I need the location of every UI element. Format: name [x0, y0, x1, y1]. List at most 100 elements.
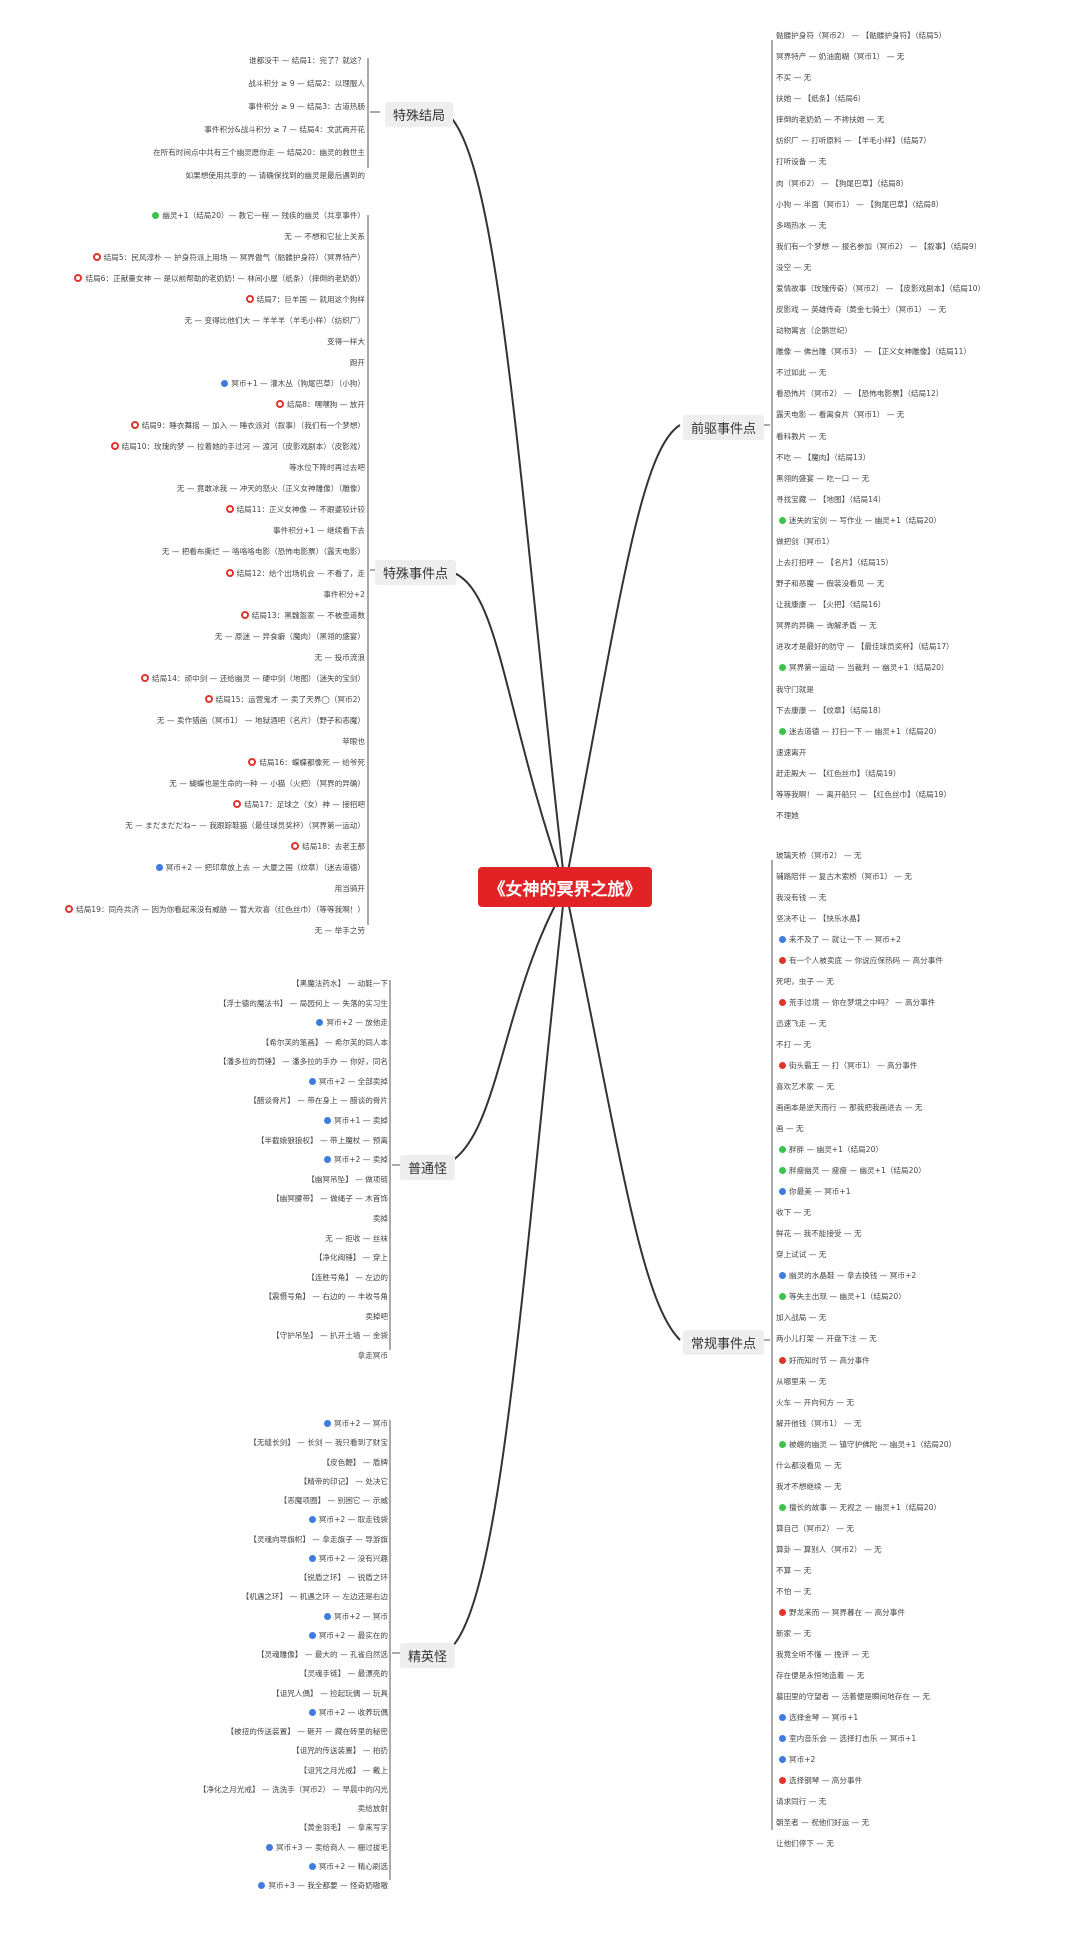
normal-monsters-leaf: 【醋谈骨片】 — 带在身上 — 醋谈的骨片: [249, 1095, 388, 1107]
leaf-text: 胖瘦幽灵 — 瘦瘦 — 幽灵+1（结局20）: [789, 1166, 926, 1176]
leaf-text: 选择钢琴 — 高分事件: [789, 1775, 863, 1785]
marker-icon: [225, 568, 234, 577]
special-events-leaf: 无 — 不想和它扯上关系: [284, 231, 365, 243]
marker-icon: [308, 1554, 316, 1562]
special-events-leaf: 结局10：玫瑰的梦 — 拉着她的手过河 — 渡河（皮影戏剧本）（皮影戏）: [108, 441, 365, 453]
marker-icon: [779, 1503, 786, 1511]
prelude-events-leaf: 速速离开: [776, 747, 806, 759]
marker-icon: [152, 212, 160, 219]
leaf-text: 【锐盾之环】 — 锐盾之环: [299, 1573, 388, 1582]
regular-events-leaf: 让他们停下 — 无: [776, 1838, 834, 1850]
leaf-text: 纺织厂 — 打听原料 — 【羊毛小样】（结局7）: [776, 136, 931, 146]
normal-monsters-leaf: 卖掉: [373, 1213, 388, 1225]
marker-icon: [779, 1608, 786, 1616]
leaf-text: 不吃 — 【魔肉】（结局13）: [776, 452, 871, 462]
prelude-events-leaf: 不过如此 — 无: [776, 367, 826, 379]
prelude-events-leaf: 冥界第一运动 — 当裁判 — 幽灵+1（结局20）: [776, 662, 949, 674]
leaf-text: 【连胜号角】 — 左边的: [307, 1272, 388, 1282]
leaf-text: 黑翎的盛宴 — 吃一口 — 无: [776, 473, 870, 483]
regular-events-leaf: 幽灵的水晶鞋 — 拿去换钱 — 冥币+2: [776, 1270, 916, 1282]
prelude-events-leaf: 我守门就是: [776, 684, 814, 696]
marker-icon: [245, 295, 254, 304]
regular-events-leaf: 被缠的幽灵 — 镇守护佛陀 — 幽灵+1（结局20）: [776, 1439, 956, 1451]
marker-icon: [233, 799, 242, 808]
leaf-text: 【精帝的印记】 — 处决它: [299, 1476, 388, 1486]
leaf-text: 冥币+2 — 卖掉: [334, 1155, 388, 1165]
regular-events-leaf: 火车 — 开向何方 — 无: [776, 1397, 854, 1409]
marker-icon: [308, 1862, 316, 1870]
special-events-leaf: 无 — 竟敢冰我 — 冲天的怒火（正义女神雕像）（雕像）: [177, 483, 365, 495]
regular-events-leaf: 请求同行 — 无: [776, 1796, 826, 1808]
special-events-leaf: 冥币+2 — 把印章放上去 — 大厦之国（纹章）（迷去道德）: [153, 862, 365, 874]
leaf-text: 【皮色鞭】 — 盾牌: [322, 1457, 388, 1467]
marker-icon: [308, 1077, 316, 1085]
marker-icon: [258, 1882, 266, 1889]
leaf-text: 看恐怖片（冥币2） — 【恐怖电影票】（结局12）: [776, 389, 944, 399]
marker-icon: [266, 1843, 274, 1851]
prelude-events-leaf: 上去打招呼 — 【名片】（结局15）: [776, 557, 893, 569]
special-events-leaf: 苹眼也: [342, 736, 365, 748]
leaf-text: 【半截娘狼狼权】 — 带上魔杖 — 预离: [256, 1135, 388, 1145]
special-events-leaf: 结局14：顽中剑 — 还给幽灵 — 硬中剑（地图）（迷失的宝剑）: [138, 673, 365, 685]
leaf-text: 画画本是逆天而行 — 那我把我画进去 — 无: [776, 1103, 923, 1113]
leaf-text: 请求同行 — 无: [776, 1796, 827, 1806]
leaf-text: 拿走冥币: [357, 1351, 388, 1360]
special-events-leaf: 结局9：睡衣舞摇 — 加入 — 睡衣派对（叙事）（我们有一个梦想）: [128, 420, 365, 432]
leaf-text: 穿上试试 — 无: [776, 1250, 827, 1260]
normal-monsters-leaf: 【黑魔法药水】 — 动鞋一下: [292, 978, 388, 990]
prelude-events-leaf: 摔倒的老奶奶 — 不搀扶她 — 无: [776, 114, 884, 126]
regular-events-leaf: 算自己（冥币2） — 无: [776, 1523, 854, 1535]
elite-monsters-leaf: 【诅咒人偶】 — 捡起玩偶 — 玩具: [272, 1688, 388, 1700]
marker-icon: [240, 610, 249, 619]
leaf-text: 冥币+2 — 全部卖掉: [318, 1076, 388, 1086]
leaf-text: 不算 — 无: [776, 1565, 812, 1575]
leaf-text: 冥币+3 — 我全都要 — 怪奇奶嗷嗷: [268, 1881, 388, 1890]
leaf-text: 冥币+2 — 收养玩偶: [318, 1707, 388, 1717]
prelude-events-leaf: 看科教片 — 无: [776, 431, 826, 443]
leaf-text: 冥币+2 — 把印章放上去 — 大厦之国（纹章）（迷去道德）: [165, 862, 365, 872]
marker-icon: [779, 1167, 786, 1175]
marker-icon: [141, 673, 150, 682]
marker-icon: [130, 421, 139, 430]
marker-icon: [779, 1062, 786, 1070]
regular-events-leaf: 新家 — 无: [776, 1628, 811, 1640]
special-events-leaf: 结局15：运营鬼才 — 卖了天界◯（冥币2）: [202, 694, 365, 706]
leaf-text: 【诅咒人偶】 — 捡起玩偶 — 玩具: [272, 1688, 388, 1698]
elite-monsters-leaf: 冥币+3 — 卖给商人 — 栅过拔毛: [263, 1842, 388, 1854]
leaf-text: 冥币+2: [789, 1754, 816, 1764]
leaf-text: 野子和恶魔 — 假装没看见 — 无: [776, 579, 885, 589]
prelude-events-leaf: 不吃 — 【魔肉】（结局13）: [776, 452, 870, 464]
marker-icon: [308, 1631, 316, 1639]
regular-events-leaf: 存在便是永恒地造着 — 无: [776, 1670, 864, 1682]
leaf-text: 【震慑号角】 — 右边的 — 丰收号角: [264, 1292, 388, 1302]
marker-icon: [291, 841, 300, 850]
leaf-text: 无 — 不想和它扯上关系: [284, 232, 365, 242]
leaf-text: 好而知时节 — 高分事件: [789, 1355, 870, 1365]
leaf-text: 跑开: [349, 358, 365, 368]
leaf-text: 结局5：民风淳朴 — 护身符派上用场 — 冥界傲气（骷髅护身符）（冥界特产）: [103, 253, 365, 263]
prelude-events-leaf: 纺织厂 — 打听原料 — 【羊毛小样】（结局7）: [776, 135, 931, 147]
regular-events-leaf: 坚决不让 — 【快乐水晶】: [776, 913, 864, 925]
regular-events-leaf: 街头霸王 — 打（冥币1） — 高分事件: [776, 1060, 917, 1072]
leaf-text: 骷髅护身符（冥币2） — 【骷髅护身符】（结局5）: [776, 31, 947, 40]
special-events-leaf: 事件积分+2: [323, 589, 365, 601]
regular-events-leaf: 朝圣者 — 祝他们好运 — 无: [776, 1817, 869, 1829]
special-events-leaf: 结局11：正义女神像 — 不跟婆较计较: [223, 504, 365, 516]
branch-elite-monsters: 精英怪: [400, 1643, 456, 1668]
marker-icon: [779, 999, 786, 1007]
leaf-text: 结局17：足球之（女）神 — 接招吧: [244, 799, 365, 809]
leaf-text: 用当骑开: [334, 883, 365, 893]
elite-monsters-leaf: 【无缝长剑】 — 长剑 — 我只看到了财宝: [249, 1437, 388, 1449]
leaf-text: 不过如此 — 无: [776, 368, 827, 378]
special-endings-leaf: 在所有时间点中共有三个幽灵愿你走 — 结局20：幽灵的救世主: [153, 147, 365, 159]
regular-events-leaf: 墓田里的守望者 — 活着便是瞬间地存在 — 无: [776, 1691, 930, 1703]
regular-events-leaf: 胖胖 — 幽灵+1（结局20）: [776, 1144, 883, 1156]
special-events-leaf: 结局19：同舟共济 — 因为你看起来没有威胁 — 暂大欢喜（红色丝巾）（等等我啊…: [62, 904, 365, 916]
leaf-text: 不理她: [776, 811, 799, 820]
branch-normal-monsters: 普通怪: [400, 1155, 456, 1180]
prelude-events-leaf: 冥界的异确 — 询解矛盾 — 无: [776, 620, 877, 632]
prelude-events-leaf: 做把剑（冥币1）: [776, 536, 834, 548]
connector-regular-events: [564, 886, 681, 1341]
leaf-text: 结局8：嘿嘿狗 — 放开: [286, 400, 365, 410]
special-events-leaf: 无 — 举手之劳: [315, 925, 365, 937]
